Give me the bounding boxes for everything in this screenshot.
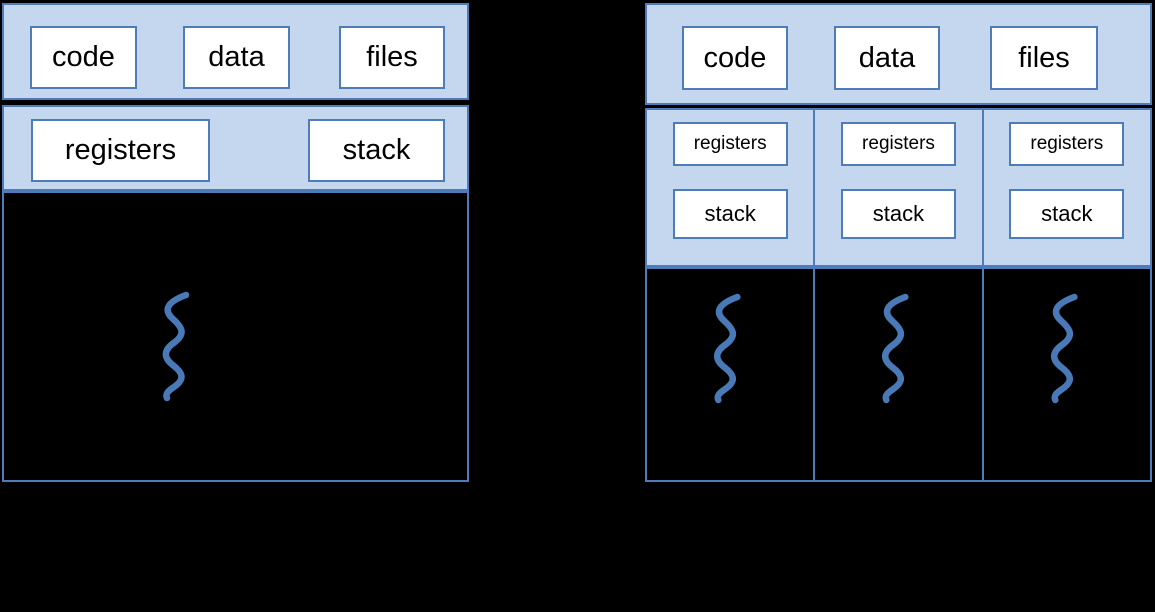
registers-label: registers bbox=[862, 133, 935, 154]
thread-squiggle-icon bbox=[162, 291, 190, 402]
stack-label: stack bbox=[342, 134, 411, 166]
stack-box: stack bbox=[840, 189, 956, 239]
right-shared-panel: code data files bbox=[645, 3, 1152, 105]
registers-label: registers bbox=[64, 134, 177, 166]
thread-column-2: registers stack bbox=[815, 110, 984, 265]
stack-label: stack bbox=[1041, 201, 1093, 226]
registers-label: registers bbox=[1030, 133, 1104, 154]
files-box: files bbox=[990, 26, 1098, 90]
stack-label: stack bbox=[704, 201, 756, 226]
files-label: files bbox=[1018, 41, 1070, 74]
thread-cell-1 bbox=[647, 269, 816, 480]
thread-squiggle-icon bbox=[714, 293, 741, 404]
files-box: files bbox=[339, 26, 445, 89]
files-label: files bbox=[366, 41, 418, 73]
registers-box: registers bbox=[31, 119, 210, 182]
code-box: code bbox=[30, 26, 137, 89]
thread-cell-2 bbox=[815, 269, 984, 480]
stack-label: stack bbox=[872, 201, 925, 226]
left-thread-state-panel: registers stack bbox=[2, 105, 469, 191]
registers-box: registers bbox=[672, 122, 788, 166]
code-label: code bbox=[703, 41, 767, 74]
left-thread-area bbox=[2, 191, 469, 482]
registers-label: registers bbox=[693, 133, 767, 154]
thread-column-1: registers stack bbox=[647, 110, 816, 265]
left-shared-panel: code data files bbox=[2, 3, 469, 100]
right-thread-area bbox=[645, 267, 1152, 482]
stack-box: stack bbox=[672, 189, 788, 239]
thread-squiggle-icon bbox=[882, 293, 910, 404]
data-label: data bbox=[208, 41, 265, 73]
data-box: data bbox=[183, 26, 290, 89]
code-box: code bbox=[682, 26, 788, 90]
code-label: code bbox=[52, 41, 115, 73]
thread-cell-3 bbox=[983, 269, 1150, 480]
data-box: data bbox=[834, 26, 940, 90]
registers-box: registers bbox=[1009, 122, 1125, 166]
data-label: data bbox=[858, 41, 916, 74]
thread-squiggle-icon bbox=[1050, 293, 1078, 404]
stack-box: stack bbox=[308, 119, 445, 182]
stack-box: stack bbox=[1009, 189, 1125, 239]
thread-column-3: registers stack bbox=[984, 110, 1150, 265]
right-thread-state-columns: registers stack registers stack register bbox=[645, 108, 1152, 267]
registers-box: registers bbox=[840, 122, 956, 166]
